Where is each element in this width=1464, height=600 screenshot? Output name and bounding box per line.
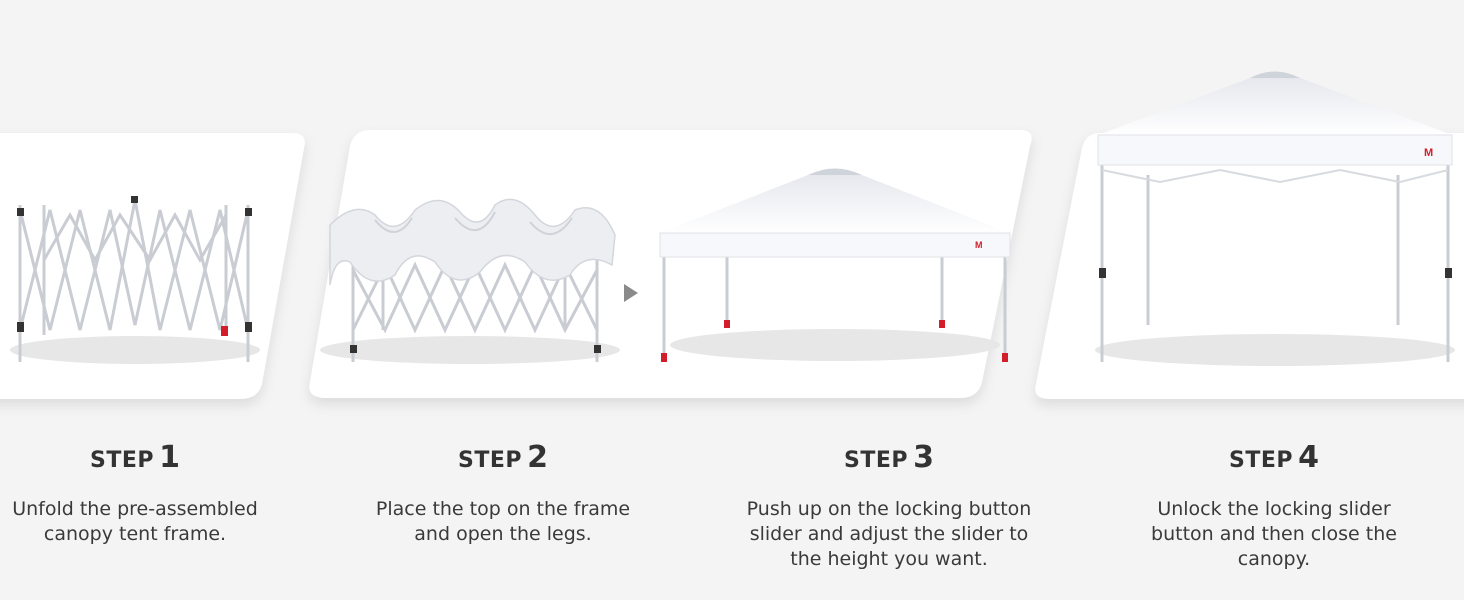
step-4-panel: M bbox=[1035, 71, 1464, 399]
step-2-title: STEP 2 bbox=[353, 440, 653, 475]
description-line: canopy tent frame. bbox=[43, 523, 227, 545]
description-line: canopy. bbox=[1237, 548, 1311, 570]
brand-logo-text: M bbox=[975, 240, 983, 250]
step-4-description: Unlock the locking slider button and the… bbox=[1124, 497, 1424, 572]
step-number: 2 bbox=[527, 440, 548, 475]
step-2-description: Place the top on the frame and open the … bbox=[353, 497, 653, 547]
description-line: slider and adjust the slider to bbox=[749, 523, 1029, 545]
description-line: Unfold the pre-assembled bbox=[12, 498, 258, 520]
step-word: STEP bbox=[90, 448, 155, 473]
description-line: Unlock the locking slider bbox=[1157, 498, 1391, 520]
step-word: STEP bbox=[844, 448, 909, 473]
step-1-description: Unfold the pre-assembled canopy tent fra… bbox=[0, 497, 285, 547]
next-arrow-icon bbox=[624, 284, 638, 302]
draped-canopy-illustration bbox=[329, 198, 616, 362]
raised-canopy-illustration: M bbox=[659, 168, 1011, 362]
step-word: STEP bbox=[458, 448, 523, 473]
step-3-description: Push up on the locking button slider and… bbox=[739, 497, 1039, 572]
description-line: and open the legs. bbox=[414, 523, 592, 545]
step-number: 4 bbox=[1298, 440, 1319, 475]
step-number: 1 bbox=[159, 440, 180, 475]
description-line: Push up on the locking button bbox=[746, 498, 1032, 520]
brand-logo-text-2: M bbox=[1424, 147, 1433, 159]
step-word: STEP bbox=[1229, 448, 1294, 473]
step-3-title: STEP 3 bbox=[739, 440, 1039, 475]
description-line: button and then close the bbox=[1151, 523, 1397, 545]
step-number: 3 bbox=[913, 440, 934, 475]
step-illustrations: M bbox=[0, 71, 1464, 399]
description-line: the height you want. bbox=[790, 548, 988, 570]
step-2-3-panel: M bbox=[309, 130, 1032, 398]
step-1-title: STEP 1 bbox=[0, 440, 285, 475]
step-4-title: STEP 4 bbox=[1124, 440, 1424, 475]
step-1-panel bbox=[0, 133, 305, 399]
description-line: Place the top on the frame bbox=[375, 498, 631, 520]
closed-canopy-illustration: M bbox=[1097, 71, 1453, 362]
